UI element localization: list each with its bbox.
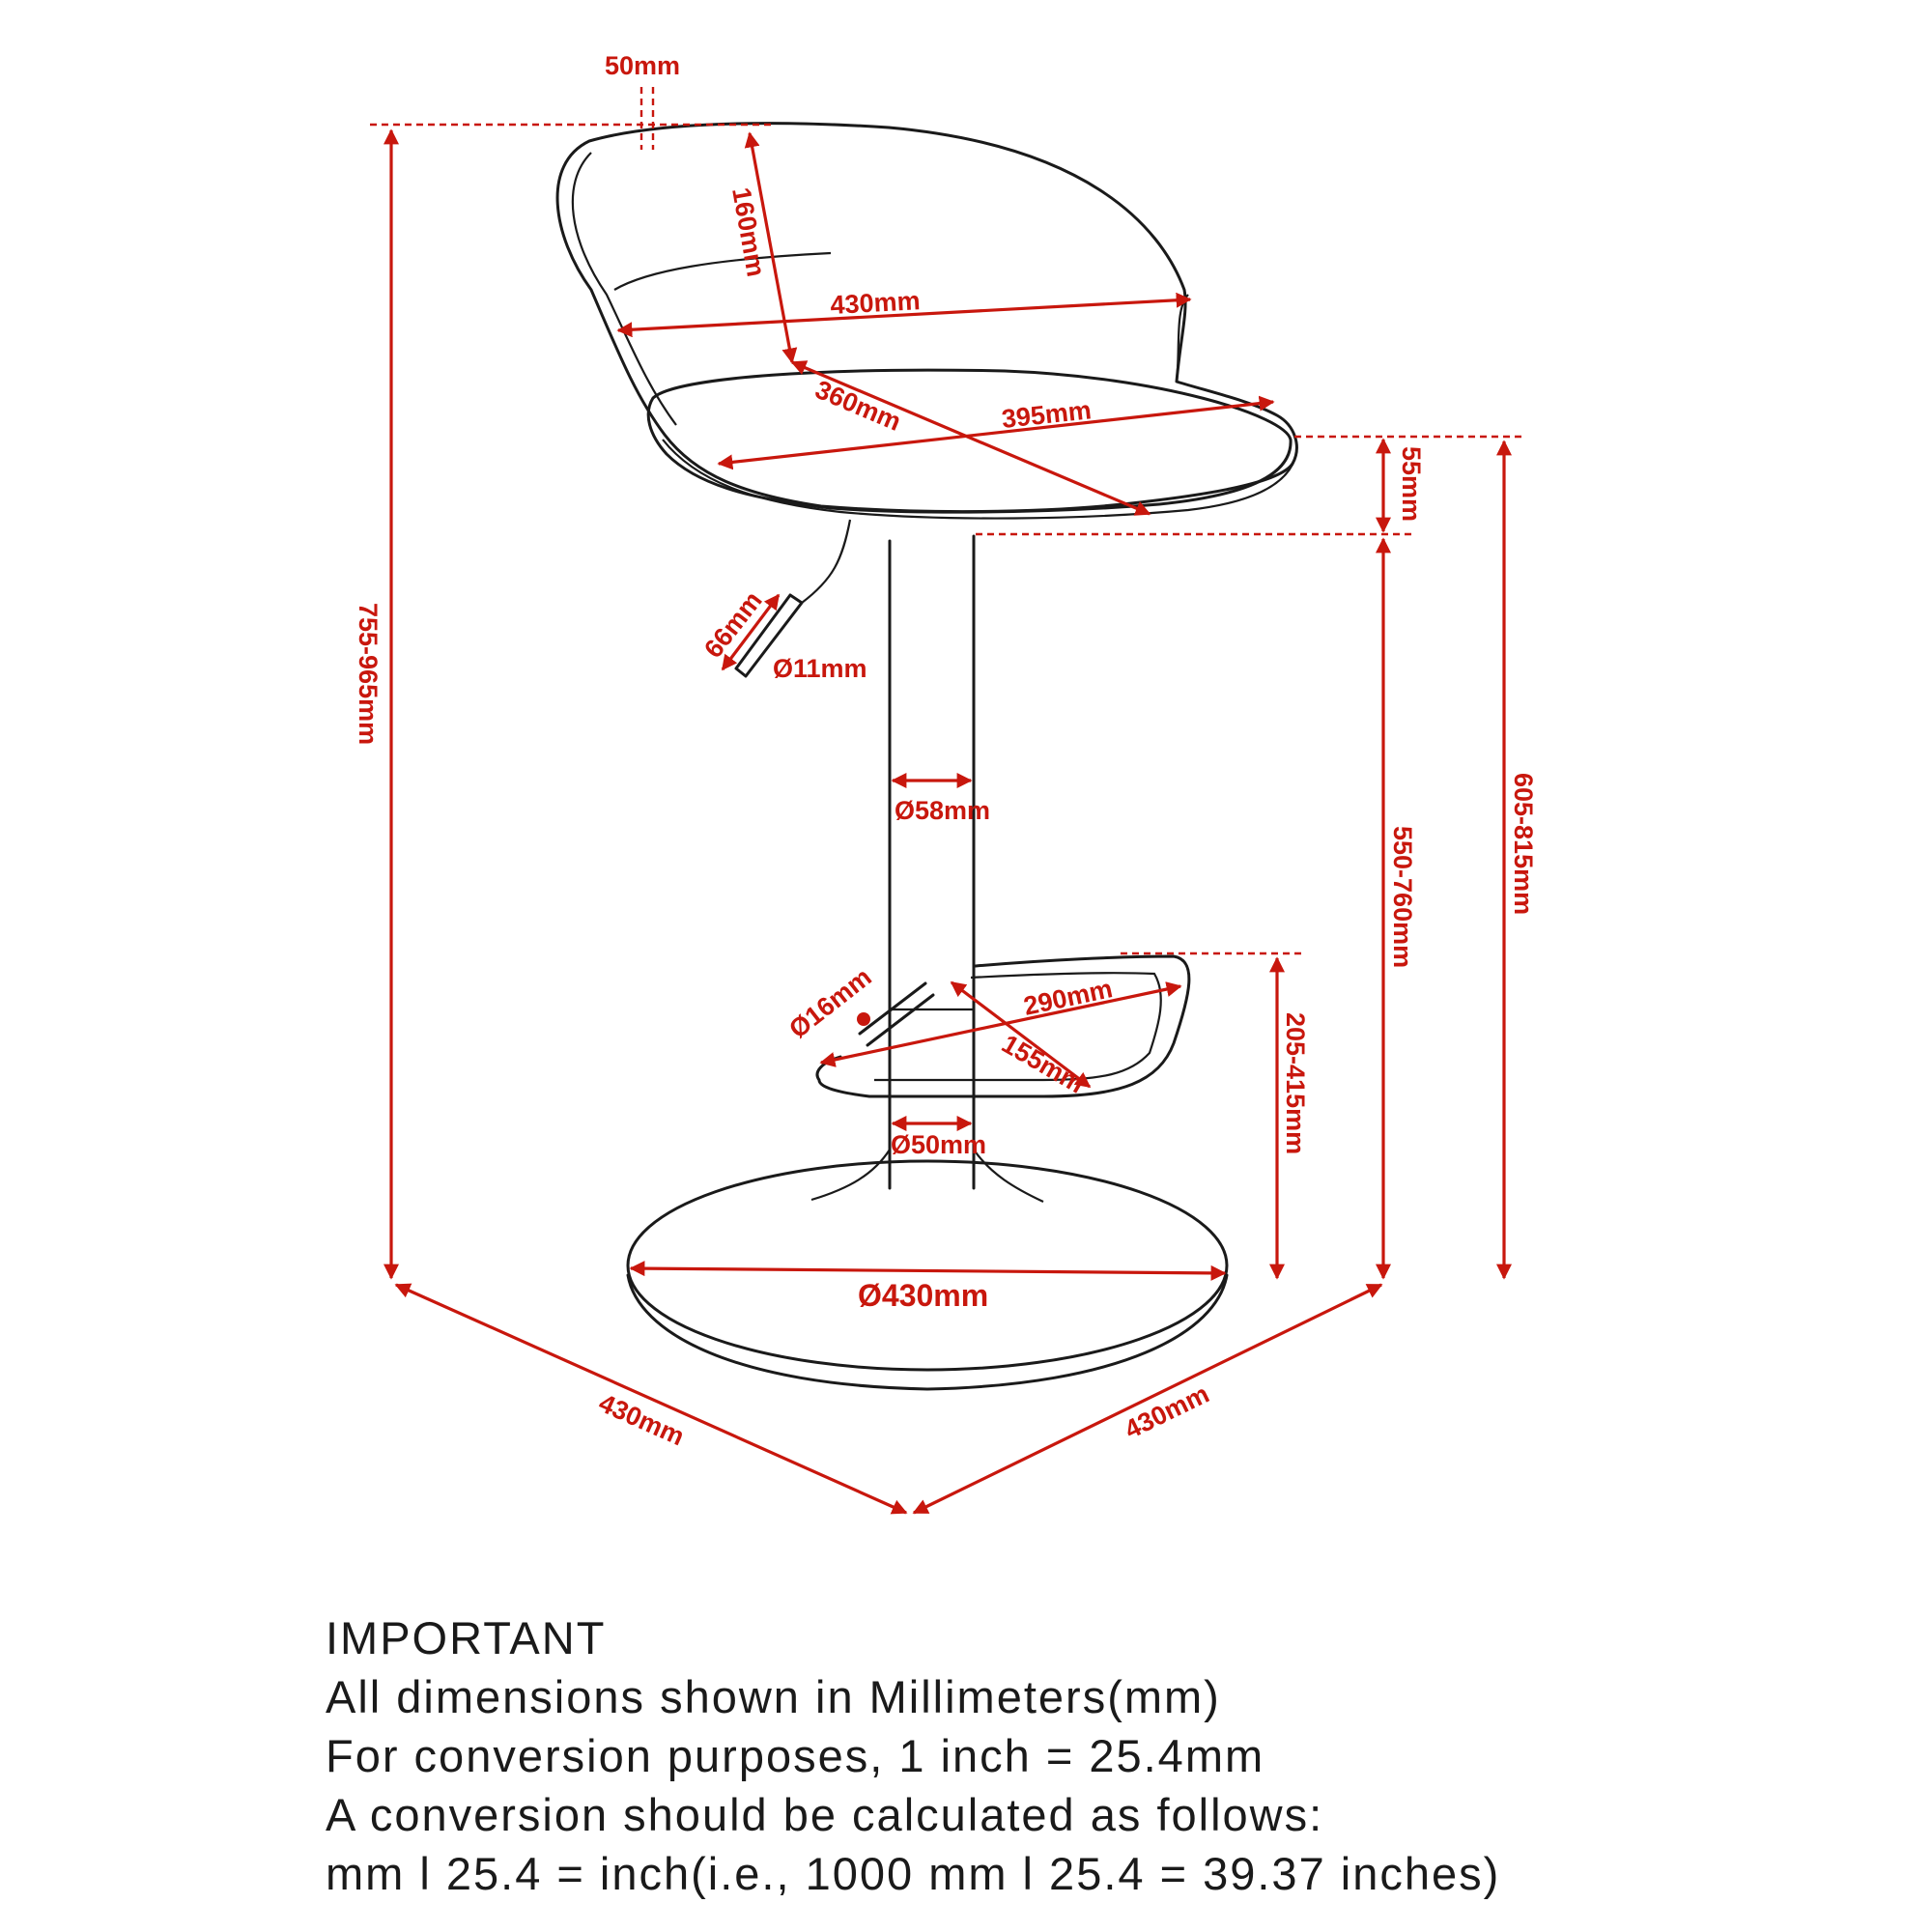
base-disc-top [626, 1159, 1229, 1372]
notes-line-1: All dimensions shown in Millimeters(mm) [326, 1671, 1221, 1722]
footprint-depth-line [394, 1283, 908, 1515]
lever-length-line [721, 593, 781, 671]
backrest-outline [555, 122, 1298, 514]
footprint-width-line [912, 1283, 1383, 1515]
column-cover-right [973, 1149, 1044, 1203]
back-thickness-label: 50mm [605, 51, 680, 80]
seat-width-label: 395mm [1000, 395, 1093, 434]
base-diameter-label: Ø430mm [858, 1278, 988, 1313]
footrest-width-label: 290mm [1021, 974, 1115, 1021]
notes-line-2: For conversion purposes, 1 inch = 25.4mm [326, 1730, 1265, 1781]
important-notes: IMPORTANT All dimensions shown in Millim… [326, 1608, 1871, 1903]
seat-thickness-label: 55mm [1397, 446, 1426, 522]
lower-column-diameter-label: Ø50mm [891, 1130, 986, 1159]
column-cover-left [810, 1149, 891, 1202]
lever-rod [801, 519, 852, 604]
dimension-lines [370, 87, 1524, 1515]
footrest-depth-line [950, 980, 1092, 1089]
footprint-depth-label: 430mm [595, 1388, 689, 1451]
seat-bottom-edge [662, 439, 1298, 520]
backrest-inner-edge [571, 152, 677, 426]
footrest-height-label: 205-415mm [1281, 1012, 1310, 1154]
backrest-front-panel [613, 251, 832, 291]
back-width-line [616, 292, 1192, 338]
back-width-label: 430mm [830, 286, 922, 320]
seat-depth-label: 360mm [811, 375, 905, 437]
seat-width-line [717, 395, 1275, 470]
base-diameter-line [629, 1261, 1227, 1281]
seat-cushion-outline [646, 368, 1293, 514]
bar-stool-dimension-diagram: 50mm 160mm 430mm 360mm 395mm 55mm 755-96… [354, 51, 1538, 1515]
seat-height-label: 550-760mm [1388, 826, 1417, 968]
seat-top-height-label: 605-815mm [1509, 773, 1538, 915]
notes-heading: IMPORTANT [326, 1612, 607, 1663]
footrest-ring [815, 954, 1191, 1098]
column-diameter-label: Ø58mm [895, 796, 990, 825]
back-height-label: 160mm [726, 185, 771, 279]
footrest-depth-label: 155mm [997, 1029, 1090, 1099]
overall-height-label: 755-965mm [354, 603, 383, 745]
lever-diameter-label: Ø11mm [773, 654, 867, 683]
notes-line-4: mm l 25.4 = inch(i.e., 1000 mm l 25.4 = … [326, 1848, 1501, 1899]
notes-line-3: A conversion should be calculated as fol… [326, 1789, 1324, 1840]
footrest-tube-mark [857, 1012, 870, 1026]
dimension-labels: 50mm 160mm 430mm 360mm 395mm 55mm 755-96… [354, 51, 1538, 1451]
